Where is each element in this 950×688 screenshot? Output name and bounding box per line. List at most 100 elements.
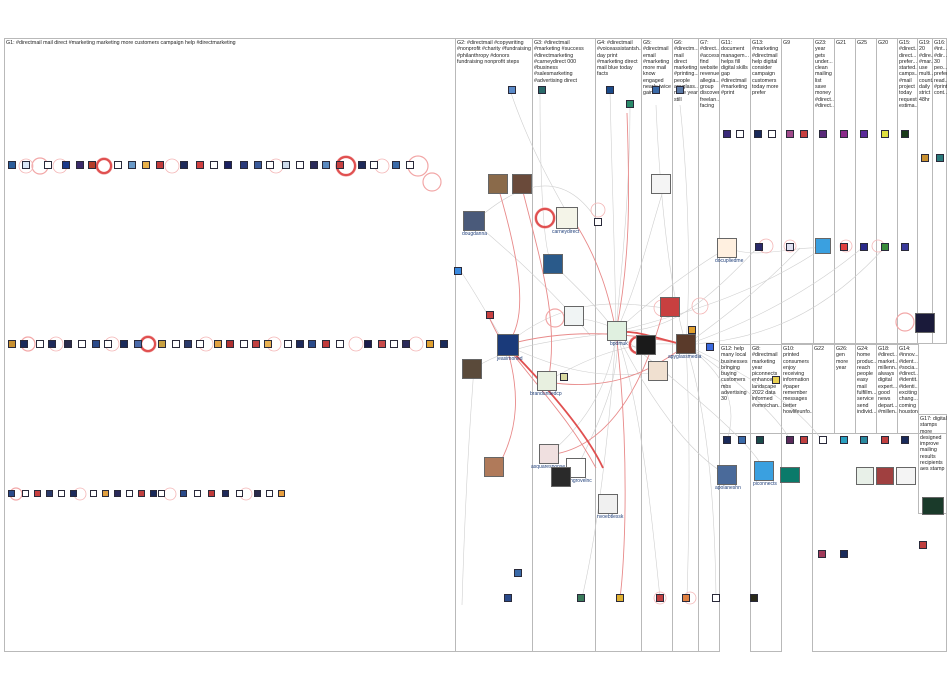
node[interactable] [254,161,262,169]
node[interactable] [114,490,121,497]
node[interactable] [738,436,746,444]
node[interactable] [126,490,133,497]
node[interactable] [676,86,684,94]
node[interactable] [214,340,222,348]
node[interactable] [138,490,145,497]
node[interactable] [240,340,248,348]
node[interactable] [224,161,232,169]
avatar[interactable] [537,371,557,391]
node[interactable] [688,326,696,334]
node[interactable] [860,130,868,138]
avatar[interactable] [512,174,532,194]
node[interactable] [58,490,65,497]
node[interactable] [901,130,909,138]
node[interactable] [819,436,827,444]
node[interactable] [172,340,180,348]
node[interactable] [440,340,448,348]
avatar[interactable] [463,211,485,231]
avatar[interactable] [876,467,894,485]
node[interactable] [104,340,112,348]
node[interactable] [786,436,794,444]
node[interactable] [818,550,826,558]
avatar[interactable] [754,461,774,481]
node[interactable] [754,130,762,138]
node[interactable] [706,343,714,351]
node[interactable] [819,130,827,138]
node[interactable] [336,161,344,169]
node[interactable] [768,130,776,138]
avatar[interactable] [915,313,935,333]
node[interactable] [36,340,44,348]
node[interactable] [296,161,304,169]
node[interactable] [577,594,585,602]
node[interactable] [755,243,763,251]
node[interactable] [402,340,410,348]
node[interactable] [78,340,86,348]
node[interactable] [102,490,109,497]
node[interactable] [240,161,248,169]
node[interactable] [881,130,889,138]
node[interactable] [296,340,304,348]
node[interactable] [156,161,164,169]
node[interactable] [194,490,201,497]
node[interactable] [560,373,568,381]
node[interactable] [278,490,285,497]
node[interactable] [92,340,100,348]
node[interactable] [358,161,366,169]
node[interactable] [150,490,157,497]
node[interactable] [772,376,780,384]
node[interactable] [134,340,142,348]
node[interactable] [22,490,29,497]
node[interactable] [196,340,204,348]
node[interactable] [20,340,28,348]
node[interactable] [44,161,52,169]
node[interactable] [936,154,944,162]
node[interactable] [70,490,77,497]
node[interactable] [310,161,318,169]
node[interactable] [756,436,764,444]
node[interactable] [406,161,414,169]
node[interactable] [120,340,128,348]
node[interactable] [538,86,546,94]
avatar[interactable] [856,467,874,485]
node[interactable] [881,436,889,444]
node[interactable] [226,340,234,348]
node[interactable] [860,243,868,251]
node[interactable] [426,340,434,348]
node[interactable] [508,86,516,94]
node[interactable] [336,340,344,348]
node[interactable] [901,243,909,251]
node[interactable] [800,436,808,444]
avatar[interactable] [651,174,671,194]
node[interactable] [840,243,848,251]
node[interactable] [196,161,204,169]
node[interactable] [158,490,165,497]
avatar[interactable] [660,297,680,317]
node[interactable] [881,243,889,251]
avatar[interactable] [539,444,559,464]
node[interactable] [454,267,462,275]
node[interactable] [504,594,512,602]
node[interactable] [486,311,494,319]
node[interactable] [264,340,272,348]
avatar[interactable] [636,335,656,355]
avatar[interactable] [717,238,737,258]
node[interactable] [736,130,744,138]
node[interactable] [90,490,97,497]
node[interactable] [284,340,292,348]
node[interactable] [180,161,188,169]
avatar[interactable] [607,321,627,341]
node[interactable] [208,490,215,497]
node[interactable] [682,594,690,602]
node[interactable] [860,436,868,444]
node[interactable] [723,436,731,444]
avatar[interactable] [922,497,944,515]
node[interactable] [750,594,758,602]
avatar[interactable] [815,238,831,254]
node[interactable] [656,594,664,602]
avatar[interactable] [497,334,519,356]
node[interactable] [840,550,848,558]
node[interactable] [8,340,16,348]
node[interactable] [236,490,243,497]
node[interactable] [252,340,260,348]
